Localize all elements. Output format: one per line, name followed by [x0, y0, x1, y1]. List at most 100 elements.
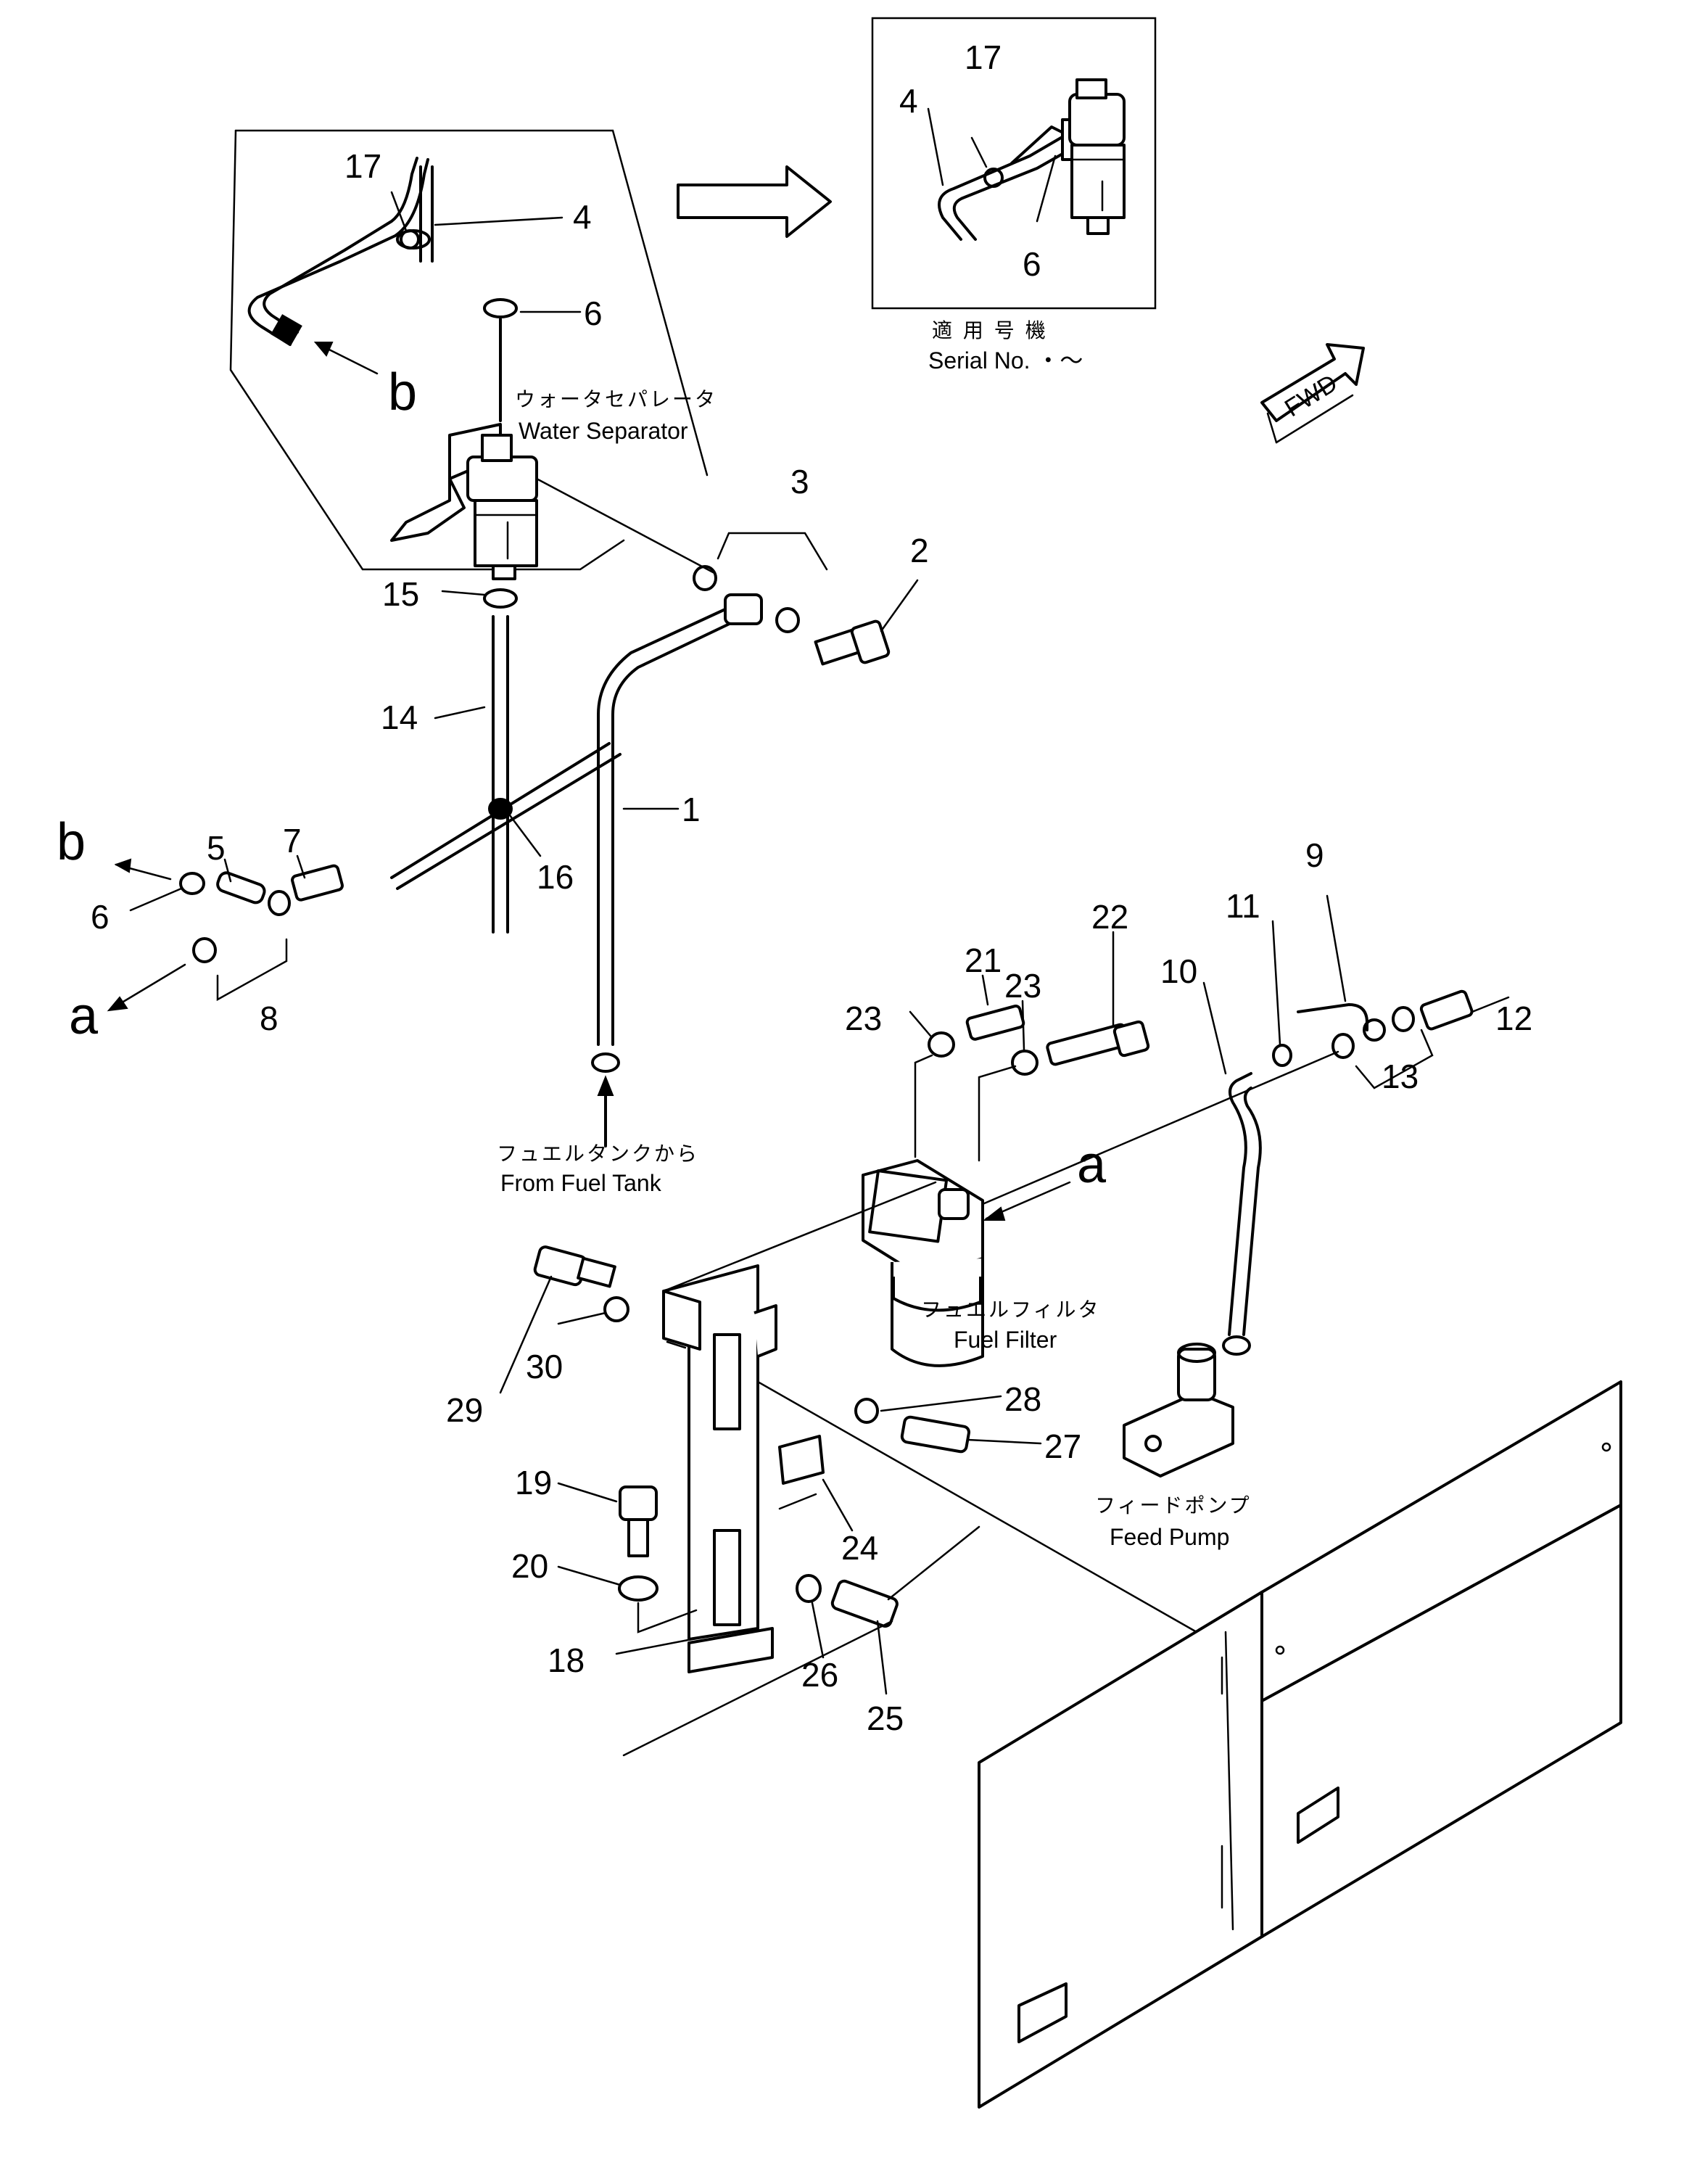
- banjo-5: [216, 871, 266, 904]
- callout-16: 16: [537, 858, 574, 896]
- callout-12: 12: [1495, 1000, 1532, 1037]
- callout-21: 21: [965, 941, 1002, 979]
- callout-20: 20: [511, 1547, 548, 1585]
- ref-arrow-a-left: [107, 963, 186, 1012]
- callout-5: 5: [207, 829, 226, 867]
- callout-26: 26: [801, 1656, 838, 1694]
- pipe-1: [591, 593, 763, 1073]
- washer-23a: [928, 1031, 955, 1058]
- pipe-4: [247, 157, 434, 346]
- side-panel-left: [978, 1591, 1263, 2109]
- clip-6: [483, 298, 518, 318]
- bolt-21: [965, 1005, 1025, 1041]
- washer-8b: [192, 937, 217, 963]
- nut-11: [1272, 1044, 1292, 1067]
- callout-6c: 6: [1023, 245, 1041, 283]
- callout-3: 3: [790, 463, 809, 500]
- bolt-19: [619, 1485, 658, 1521]
- callout-6b: 6: [91, 898, 110, 936]
- bracket-18: [662, 1264, 777, 1673]
- hose-14: [492, 615, 509, 934]
- callout-11: 11: [1226, 887, 1260, 925]
- elbow-9: [1297, 1003, 1368, 1031]
- callout-14: 14: [381, 699, 418, 736]
- ref-arrow-b-detail: [313, 342, 379, 375]
- feed-pump-label-jp: フィードポンプ: [1095, 1493, 1252, 1517]
- water-separator: [390, 423, 538, 580]
- washer-8a: [268, 890, 291, 916]
- callout-13: 13: [1382, 1058, 1419, 1095]
- side-panel-right: [1260, 1380, 1622, 1938]
- callout-9: 9: [1305, 836, 1324, 874]
- washer-3b: [775, 607, 800, 633]
- callout-2: 2: [910, 532, 929, 569]
- serial-label: Serial No. ・～: [928, 347, 1083, 374]
- callout-28: 28: [1004, 1380, 1041, 1418]
- callout-25: 25: [867, 1699, 904, 1737]
- serial-inset-box: [871, 17, 1157, 310]
- ref-b-detail: b: [388, 363, 417, 421]
- callout-leaders: [129, 107, 1510, 1695]
- clamp-17: [396, 229, 431, 250]
- washer-30: [603, 1296, 629, 1322]
- bolt-7: [291, 864, 344, 902]
- from-fuel-tank-label: From Fuel Tank: [500, 1170, 662, 1196]
- from-fuel-tank-label-jp: フュエルタンクから: [497, 1142, 699, 1166]
- callout-6: 6: [584, 294, 603, 332]
- callout-27: 27: [1044, 1427, 1081, 1465]
- nut-6: [179, 872, 205, 895]
- callout-8: 8: [260, 1000, 278, 1037]
- washer-13b: [1392, 1006, 1415, 1032]
- callout-19: 19: [515, 1464, 552, 1501]
- bolt-25: [830, 1579, 899, 1628]
- water-separator-detail-frame: [229, 129, 709, 571]
- fwd-arrow: FWD: [1260, 343, 1365, 444]
- callout-18: 18: [548, 1641, 585, 1679]
- ref-a-left: a: [69, 987, 99, 1045]
- fuel-filter: [862, 1159, 984, 1367]
- washer-23b: [1011, 1050, 1039, 1076]
- bolt-29: [533, 1245, 587, 1287]
- callout-4b: 4: [899, 82, 918, 120]
- washer-28: [854, 1398, 879, 1424]
- ref-b-left: b: [57, 813, 86, 871]
- callout-22: 22: [1091, 898, 1128, 936]
- callout-30: 30: [526, 1348, 563, 1385]
- callout-24: 24: [841, 1529, 878, 1567]
- clip-15: [483, 588, 518, 609]
- washer-26: [796, 1574, 822, 1603]
- pipe-10: [1222, 1072, 1262, 1356]
- clip-24: [778, 1435, 825, 1485]
- callout-4: 4: [573, 198, 592, 236]
- callout-10: 10: [1160, 952, 1197, 990]
- fuel-filter-label: Fuel Filter: [954, 1327, 1057, 1353]
- left-fittings: [179, 864, 344, 1002]
- bolt-27: [900, 1415, 971, 1454]
- callout-7: 7: [283, 822, 302, 860]
- washer-3a: [693, 565, 717, 591]
- callout-15: 15: [382, 575, 419, 613]
- ref-a-filter: a: [1077, 1136, 1107, 1194]
- callout-17: 17: [344, 147, 381, 185]
- callout-29: 29: [446, 1391, 483, 1429]
- feed-pump-label: Feed Pump: [1110, 1524, 1229, 1550]
- water-separator-label-jp: ウォータセパレータ: [515, 387, 717, 411]
- callout-17b: 17: [965, 38, 1002, 76]
- callout-numbers: 17 4 6 15 14 16 1 3 2 5 7 6 8 21 22 23 2…: [91, 38, 1532, 1737]
- ref-arrow-b-left: [114, 858, 172, 881]
- washer-13a: [1331, 1033, 1355, 1059]
- callout-1: 1: [682, 791, 701, 828]
- water-separator-label: Water Separator: [519, 418, 688, 444]
- bolt-12: [1419, 989, 1474, 1031]
- callout-23: 23: [845, 1000, 882, 1037]
- ref-arrow-a-filter: [983, 1181, 1071, 1221]
- crossbar-16: [390, 742, 622, 890]
- serial-label-jp: 適 用 号 機: [932, 318, 1048, 342]
- from-tank-arrow: [597, 1075, 614, 1147]
- inset-separator-drawing: [938, 78, 1126, 241]
- fuel-filter-label-jp: フュエルフィルタ: [921, 1298, 1100, 1322]
- washer-20: [618, 1575, 658, 1602]
- bolt-2: [814, 619, 891, 666]
- feed-pump: [1123, 1343, 1234, 1478]
